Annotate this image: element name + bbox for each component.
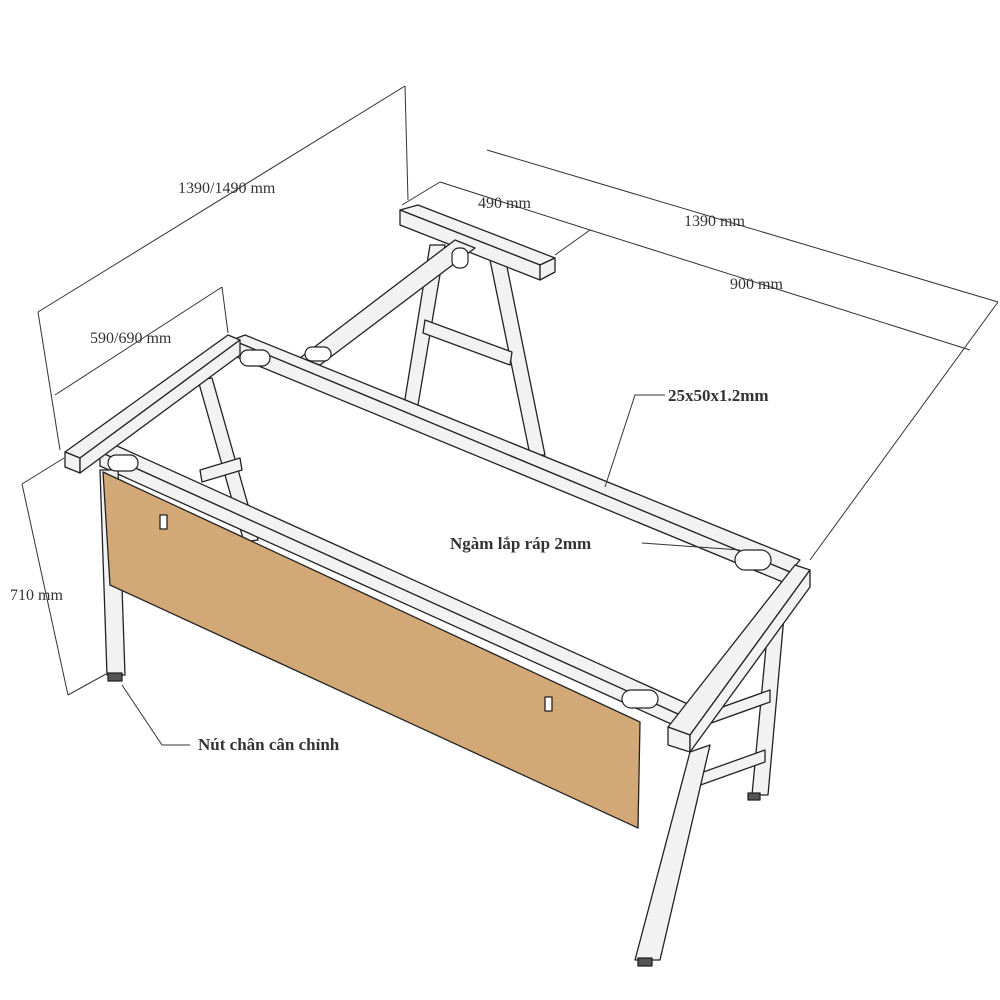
callout-leveler: Nút chân cân chỉnh	[198, 735, 340, 754]
modesty-panel	[102, 471, 641, 829]
dimension-lines	[21, 85, 999, 746]
right-front-leg	[634, 744, 711, 961]
dim-desk-depth: 590/690 mm	[90, 330, 172, 347]
return-crossbar	[422, 319, 513, 366]
dim-height: 710 mm	[10, 587, 63, 604]
dim-return-depth: 490 mm	[478, 195, 531, 212]
dim-overall-width: 1390/1490 mm	[178, 180, 276, 197]
callout-joint: Ngàm lắp ráp 2mm	[450, 534, 592, 553]
dim-return-length: 1390 mm	[684, 213, 745, 230]
dim-return-inner: 900 mm	[730, 276, 783, 293]
connecting-beam	[299, 239, 476, 366]
joint-slots	[107, 247, 772, 709]
callout-tube-size: 25x50x1.2mm	[668, 386, 769, 405]
